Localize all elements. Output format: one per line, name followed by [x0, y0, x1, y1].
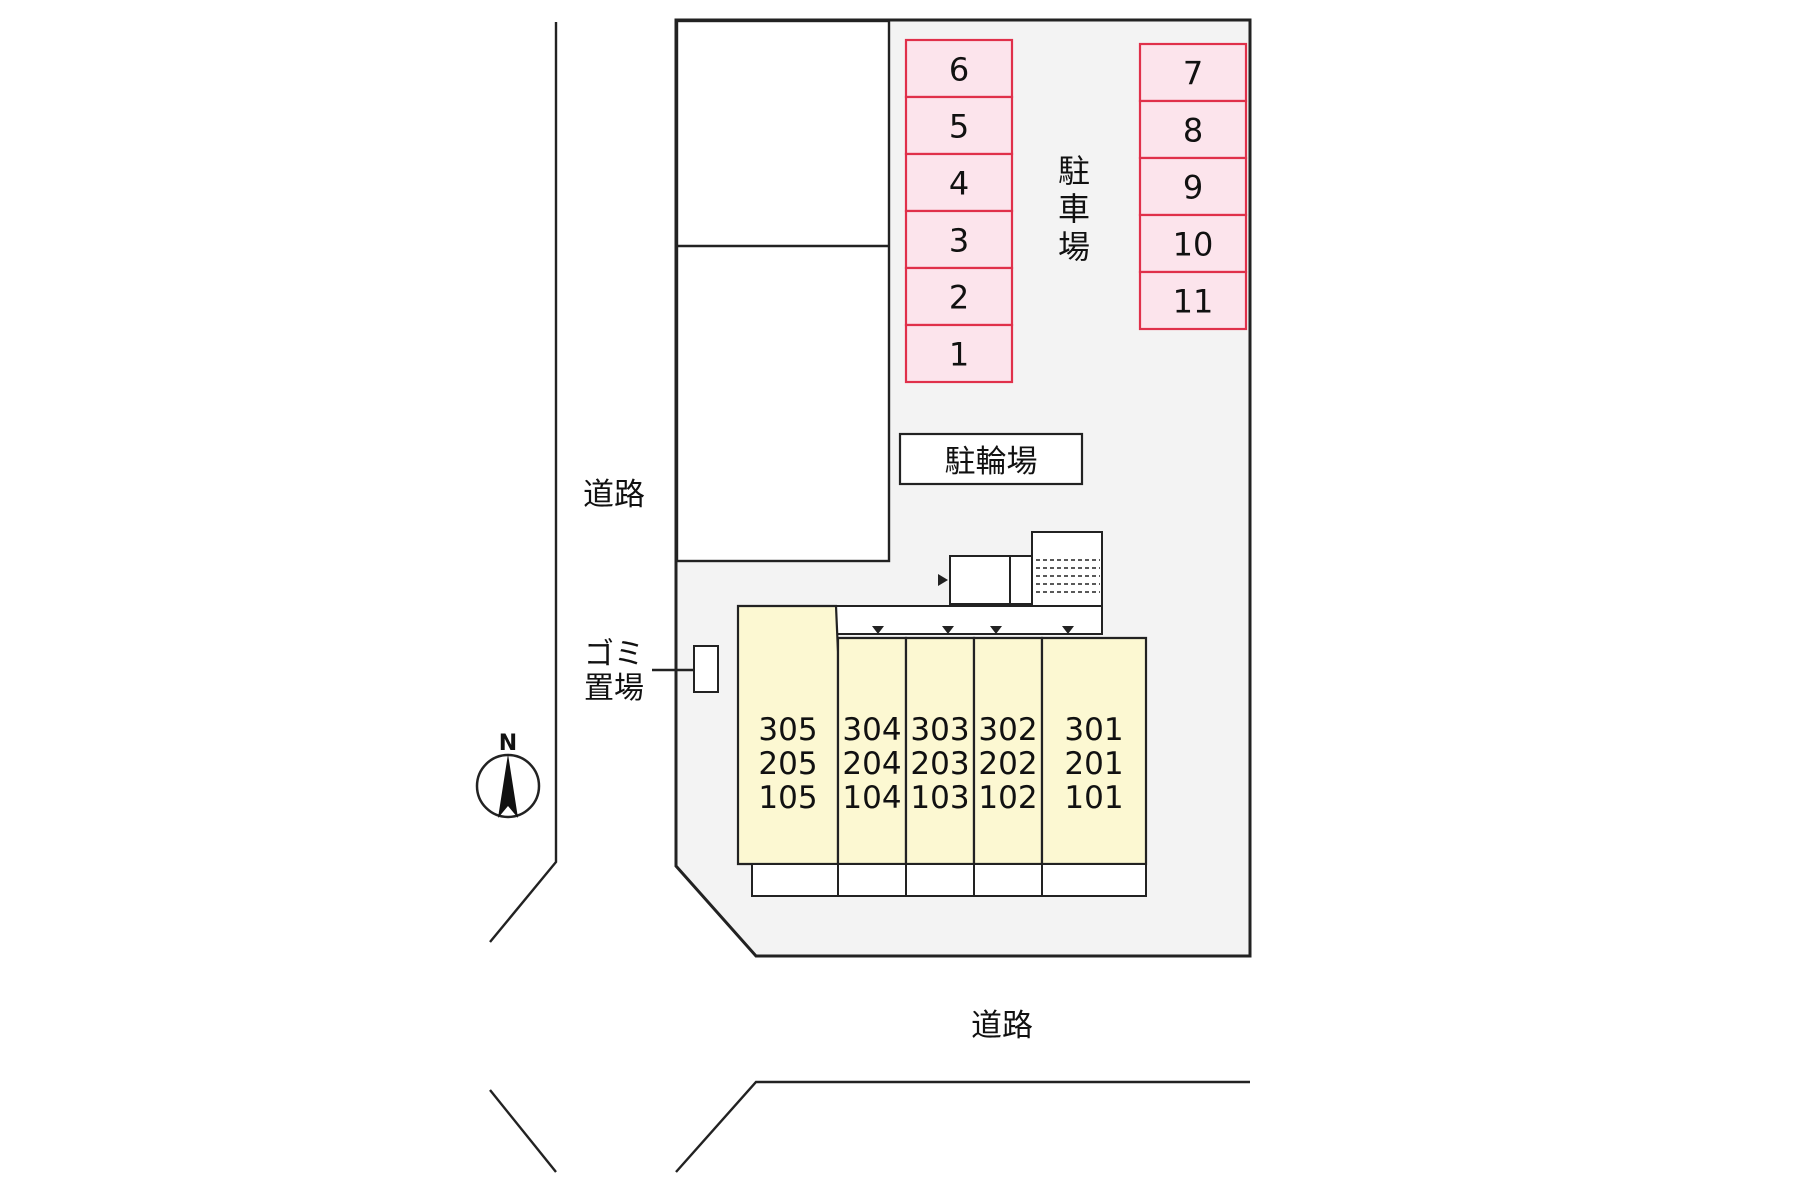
parking-right-space-number: 11 — [1173, 283, 1214, 321]
parking-right-space — [1138, 99, 1248, 160]
road-edges — [489, 22, 1250, 1173]
unit-number: 102 — [978, 780, 1037, 816]
parking-label-char-1: 駐 — [1058, 152, 1090, 190]
unit-number: 301 — [1064, 712, 1123, 748]
parking-left-space — [904, 38, 1014, 99]
door-arrow — [942, 626, 954, 634]
compass-needle-icon — [498, 754, 518, 818]
parking-left-column: 6 5 4 3 2 1 — [904, 38, 1014, 384]
parking-left-space — [904, 323, 1014, 384]
parking-right-space — [1138, 156, 1248, 217]
parking-left-space-number: 2 — [949, 279, 969, 317]
parking-right-space-number: 10 — [1173, 226, 1214, 264]
bicycle-parking-label: 駐輪場 — [945, 444, 1038, 480]
entrance-arrow — [938, 574, 948, 586]
unit-number: 304 — [842, 712, 901, 748]
parking-left-space — [904, 209, 1014, 270]
balcony — [837, 863, 907, 897]
parking-label-char-3: 場 — [1058, 228, 1090, 266]
parking-right-space-number: 9 — [1183, 169, 1203, 207]
parking-left-space-number: 1 — [949, 336, 969, 374]
unit-number: 105 — [758, 780, 817, 816]
garbage-label-line2: 置場 — [584, 671, 644, 706]
parking-right-column: 7 8 9 10 11 — [1138, 42, 1248, 331]
parking-right-space — [1138, 213, 1248, 274]
parking-right-space-number: 8 — [1183, 112, 1203, 150]
balcony — [1041, 863, 1147, 897]
unit-number: 101 — [1064, 780, 1123, 816]
door-arrow — [872, 626, 884, 634]
road-south-label: 道路 — [971, 1008, 1033, 1044]
bicycle-parking-box — [898, 432, 1084, 486]
unit-number: 202 — [978, 746, 1037, 782]
unit-number: 203 — [910, 746, 969, 782]
parking-left-space-number: 4 — [949, 165, 969, 203]
unit-number: 303 — [910, 712, 969, 748]
parking-left-space-number: 5 — [949, 108, 969, 146]
balcony — [905, 863, 975, 897]
unit-number: 302 — [978, 712, 1037, 748]
unit-number: 201 — [1064, 746, 1123, 782]
unit-number: 205 — [758, 746, 817, 782]
door-arrow — [1062, 626, 1074, 634]
garbage-label-line1: ゴミ — [584, 637, 644, 672]
unit-number: 305 — [758, 712, 817, 748]
parking-right-space — [1138, 42, 1248, 103]
road-west-label: 道路 — [583, 477, 645, 513]
neighbor-building — [675, 19, 891, 563]
corridor — [817, 605, 1103, 635]
parking-right-space — [1138, 270, 1248, 331]
balcony — [973, 863, 1043, 897]
balcony-row — [751, 863, 1147, 897]
parking-left-space — [904, 266, 1014, 327]
door-arrow — [990, 626, 1002, 634]
parking-right-space-number: 7 — [1183, 55, 1203, 93]
parking-left-space-number: 3 — [949, 222, 969, 260]
parking-left-space — [904, 95, 1014, 156]
parking-left-space — [904, 152, 1014, 213]
parking-left-space-number: 6 — [949, 51, 969, 89]
unit-number: 204 — [842, 746, 901, 782]
north-compass: N — [475, 731, 541, 819]
unit-number: 104 — [842, 780, 901, 816]
unit-number: 103 — [910, 780, 969, 816]
balcony — [751, 863, 839, 897]
parking-label-char-2: 車 — [1058, 190, 1090, 228]
compass-north-label: N — [499, 731, 517, 756]
garbage-box — [693, 645, 719, 693]
